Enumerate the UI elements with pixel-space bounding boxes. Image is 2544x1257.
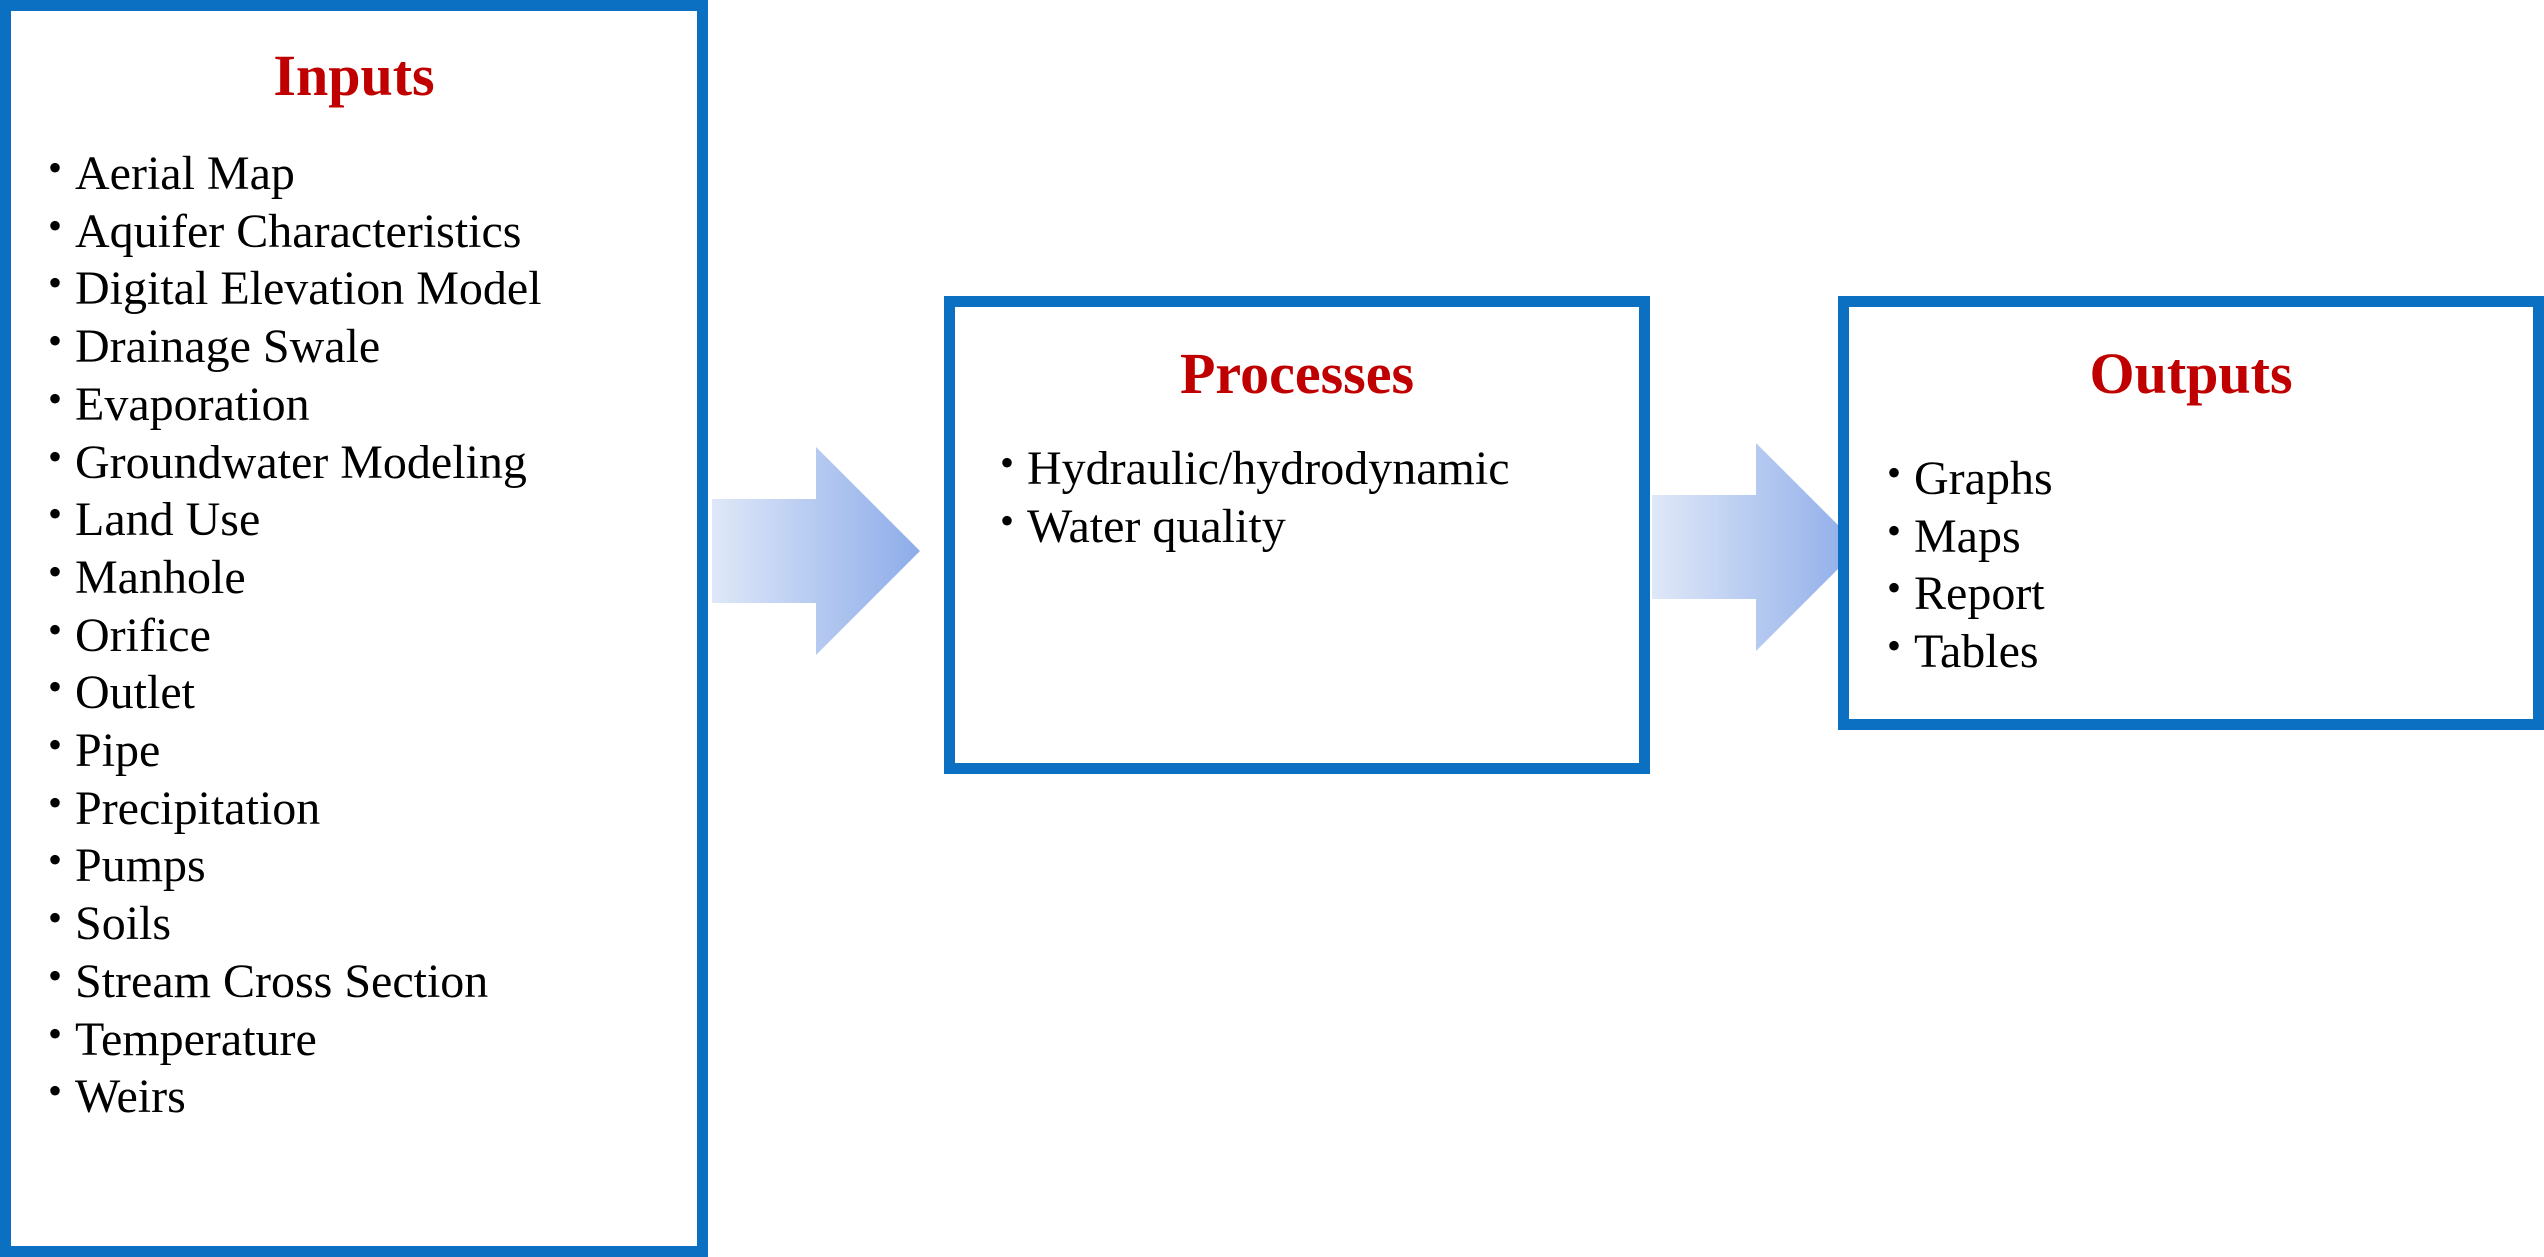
- bullet-icon: •: [1000, 440, 1015, 485]
- right-arrow-icon: [712, 447, 920, 655]
- bullet-icon: •: [1887, 623, 1902, 669]
- bullet-icon: •: [48, 548, 63, 594]
- list-item: • Outlet: [48, 664, 542, 722]
- inputs-title: Inputs: [273, 43, 435, 108]
- bullet-icon: •: [48, 260, 63, 306]
- list-item-label: Manhole: [75, 550, 246, 604]
- list-item-label: Maps: [1914, 509, 2021, 563]
- list-item: • Manhole: [48, 549, 542, 607]
- list-item-label: Report: [1914, 567, 2045, 621]
- bullet-icon: •: [1000, 497, 1015, 543]
- list-item-label: Aerial Map: [75, 147, 295, 200]
- list-item-label: Pipe: [75, 724, 161, 778]
- list-item: • Groundwater Modeling: [48, 434, 542, 492]
- bullet-icon: •: [48, 837, 63, 883]
- bullet-icon: •: [48, 606, 63, 652]
- list-item-label: Stream Cross Section: [75, 954, 489, 1008]
- list-item: • Aquifer Characteristics: [48, 203, 542, 261]
- bullet-icon: •: [48, 952, 63, 998]
- list-item-label: Soils: [75, 897, 172, 951]
- bullet-icon: •: [1887, 565, 1902, 611]
- list-item-label: Aquifer Characteristics: [75, 204, 522, 258]
- list-item: • Orifice: [48, 607, 542, 665]
- list-item: • Weirs: [48, 1068, 542, 1126]
- list-item-label: Land Use: [75, 493, 261, 547]
- list-item: • Report: [1887, 565, 2053, 623]
- bullet-icon: •: [48, 375, 63, 421]
- list-item-label: Precipitation: [75, 781, 321, 835]
- outputs-list: • Graphs • Maps • Report • Tables: [1887, 450, 2053, 681]
- list-item-label: Graphs: [1914, 452, 2053, 505]
- outputs-title: Outputs: [2089, 341, 2293, 406]
- list-item: • Hydraulic/hydrodynamic: [1000, 440, 1510, 498]
- bullet-icon: •: [48, 318, 63, 364]
- list-item-label: Evaporation: [75, 377, 310, 431]
- list-item: • Graphs: [1887, 450, 2053, 508]
- bullet-icon: •: [48, 1010, 63, 1056]
- bullet-icon: •: [1887, 450, 1902, 495]
- list-item-label: Orifice: [75, 608, 211, 662]
- bullet-icon: •: [48, 433, 63, 479]
- list-item: • Maps: [1887, 508, 2053, 566]
- bullet-icon: •: [48, 202, 63, 248]
- list-item: • Precipitation: [48, 780, 542, 838]
- bullet-icon: •: [48, 1068, 63, 1114]
- list-item-label: Drainage Swale: [75, 320, 381, 374]
- bullet-icon: •: [48, 664, 63, 710]
- list-item-label: Hydraulic/hydrodynamic: [1027, 442, 1510, 495]
- list-item: • Evaporation: [48, 376, 542, 434]
- list-item: • Pumps: [48, 837, 542, 895]
- list-item-label: Digital Elevation Model: [75, 262, 542, 316]
- inputs-list: • Aerial Map • Aquifer Characteristics • Di…: [48, 145, 542, 1126]
- bullet-icon: •: [1887, 507, 1902, 553]
- bullet-icon: •: [48, 491, 63, 537]
- bullet-icon: •: [48, 895, 63, 941]
- list-item-label: Outlet: [75, 666, 195, 720]
- list-item: • Land Use: [48, 491, 542, 549]
- list-item: • Drainage Swale: [48, 318, 542, 376]
- bullet-icon: •: [48, 145, 63, 190]
- list-item: • Tables: [1887, 623, 2053, 681]
- outputs-box: Outputs • Graphs • Maps • Report • Tables: [1838, 296, 2544, 730]
- processes-box: Processes • Hydraulic/hydrodynamic • Water…: [944, 296, 1650, 774]
- bullet-icon: •: [48, 779, 63, 825]
- processes-title: Processes: [1179, 341, 1415, 406]
- list-item-label: Pumps: [75, 839, 206, 893]
- list-item: • Soils: [48, 895, 542, 953]
- list-item-label: Tables: [1914, 625, 2039, 679]
- list-item-label: Water quality: [1027, 499, 1286, 553]
- list-item: • Aerial Map: [48, 145, 542, 203]
- inputs-box: Inputs • Aerial Map • Aquifer Characterist…: [0, 0, 708, 1257]
- list-item: • Pipe: [48, 722, 542, 780]
- list-item-label: Groundwater Modeling: [75, 435, 527, 489]
- right-arrow-icon: [1652, 443, 1860, 651]
- processes-list: • Hydraulic/hydrodynamic • Water quality: [1000, 440, 1510, 555]
- list-item-label: Temperature: [75, 1012, 317, 1066]
- bullet-icon: •: [48, 722, 63, 768]
- list-item-label: Weirs: [75, 1070, 186, 1124]
- list-item: • Temperature: [48, 1011, 542, 1069]
- list-item: • Water quality: [1000, 498, 1510, 556]
- list-item: • Digital Elevation Model: [48, 260, 542, 318]
- list-item: • Stream Cross Section: [48, 953, 542, 1011]
